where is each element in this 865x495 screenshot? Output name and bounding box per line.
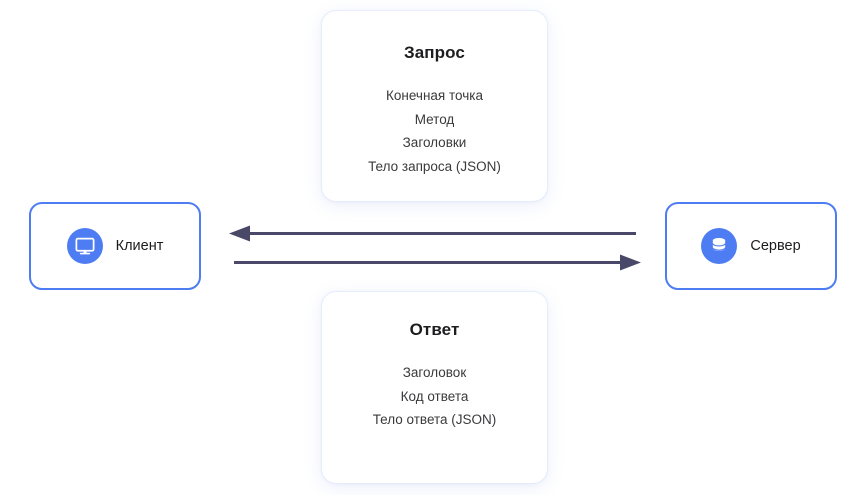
request-card-lines: Конечная точка Метод Заголовки Тело запр… <box>322 84 547 178</box>
request-arrow <box>234 254 641 271</box>
request-card-title: Запрос <box>404 43 465 62</box>
client-node: Клиент <box>29 202 201 290</box>
response-arrow <box>229 225 636 242</box>
request-line-method: Метод <box>414 111 455 127</box>
response-card: Ответ Заголовок Код ответа Тело ответа (… <box>322 292 547 483</box>
request-line-endpoint: Конечная точка <box>386 88 483 103</box>
server-node: Сервер <box>665 202 837 290</box>
request-line-body: Тело запроса (JSON) <box>368 158 501 174</box>
response-line-status-code: Код ответа <box>400 388 469 404</box>
response-card-lines: Заголовок Код ответа Тело ответа (JSON) <box>322 361 547 432</box>
request-card: Запрос Конечная точка Метод Заголовки Те… <box>322 11 547 201</box>
response-line-body: Тело ответа (JSON) <box>372 412 497 427</box>
database-icon <box>701 228 738 264</box>
response-line-header: Заголовок <box>402 365 467 380</box>
monitor-icon <box>66 228 103 264</box>
server-node-label: Сервер <box>750 238 801 254</box>
request-line-headers: Заголовки <box>402 135 467 150</box>
response-card-title: Ответ <box>409 320 460 339</box>
client-node-label: Клиент <box>115 238 164 254</box>
